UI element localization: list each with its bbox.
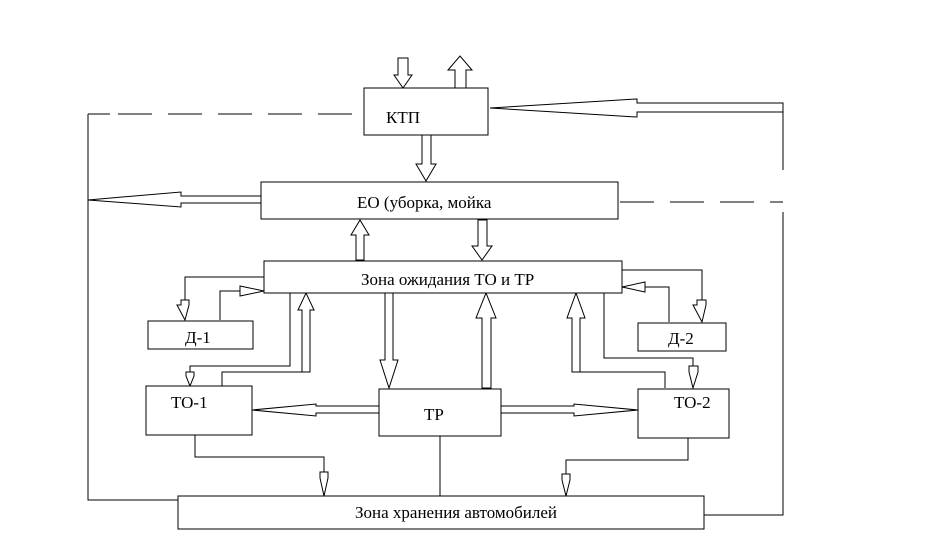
node-storage: Зона хранения автомобилей: [177, 495, 705, 530]
to2-label: ТО-2: [674, 393, 711, 412]
to1-box: [145, 385, 253, 436]
wait-to-d2-line: [622, 269, 703, 300]
d2-to-wait-arrow: [621, 281, 646, 293]
node-d1: Д-1: [147, 320, 254, 350]
to1-to-storage-arrow: [319, 471, 329, 497]
d1-to-wait-line: [219, 290, 240, 320]
wait-to-to1-line: [189, 293, 291, 372]
to1-to-wait-arrow: [297, 291, 315, 373]
wait-to-eo-arrow: [350, 219, 370, 261]
to2-to-storage-arrow: [561, 473, 571, 497]
storage-label: Зона хранения автомобилей: [355, 503, 557, 522]
d2-label: Д-2: [668, 329, 694, 348]
to1-label: ТО-1: [171, 393, 208, 412]
right-lower-line: [704, 296, 784, 516]
right-to-ktp-arrow: [489, 98, 784, 118]
eo-box: [260, 181, 619, 220]
tr-box: [378, 388, 502, 437]
tr-to-to1-arrow: [251, 403, 380, 417]
eo-to-wait-arrow: [471, 219, 493, 261]
d2-box: [637, 322, 727, 352]
wait-to-d1-line: [184, 276, 264, 300]
wait-to-to2-line: [603, 293, 694, 366]
ktp-to-eo-arrow: [415, 134, 437, 182]
ktp-box: [363, 87, 489, 136]
node-tr: ТР: [378, 388, 502, 437]
to2-to-wait-arrow: [566, 291, 586, 373]
d1-label: Д-1: [185, 328, 211, 347]
d1-to-wait-arrow: [239, 285, 265, 297]
eo-to-left-arrow: [87, 191, 262, 208]
d2-to-wait-line: [645, 286, 670, 322]
tr-to-wait-arrow: [475, 291, 497, 389]
left-return-line: [87, 114, 178, 501]
storage-box: [177, 495, 705, 530]
wait-to-d1-arrow: [176, 299, 190, 322]
node-to2: ТО-2: [637, 388, 730, 439]
ktp-input-arrow: [393, 57, 413, 89]
to1-to-storage-line: [194, 435, 325, 472]
ktp-output-arrow: [446, 55, 474, 89]
node-wait-zone: Зона ожидания ТО и ТР: [263, 260, 623, 294]
to2-to-storage-line: [565, 438, 689, 474]
wait-to-to1-arrow: [185, 371, 195, 388]
node-ktp: КТП: [363, 87, 489, 136]
wait-zone-label: Зона ожидания ТО и ТР: [361, 270, 534, 289]
wait-to-d2-arrow: [692, 299, 707, 324]
wait-zone-box: [263, 260, 623, 294]
to2-box: [637, 388, 730, 439]
node-to1: ТО-1: [145, 385, 253, 436]
d1-box: [147, 320, 254, 350]
eo-label: ЕО (уборка, мойка: [357, 193, 492, 212]
wait-to-to2-arrow: [688, 365, 699, 390]
ktp-label: КТП: [386, 108, 420, 127]
tr-label: ТР: [424, 405, 444, 424]
node-d2: Д-2: [637, 322, 727, 352]
tr-to-to2-arrow: [500, 403, 639, 417]
outer-loop-lines: [87, 103, 784, 516]
node-eo: ЕО (уборка, мойка: [260, 181, 619, 220]
wait-to-tr-arrow: [379, 292, 399, 390]
